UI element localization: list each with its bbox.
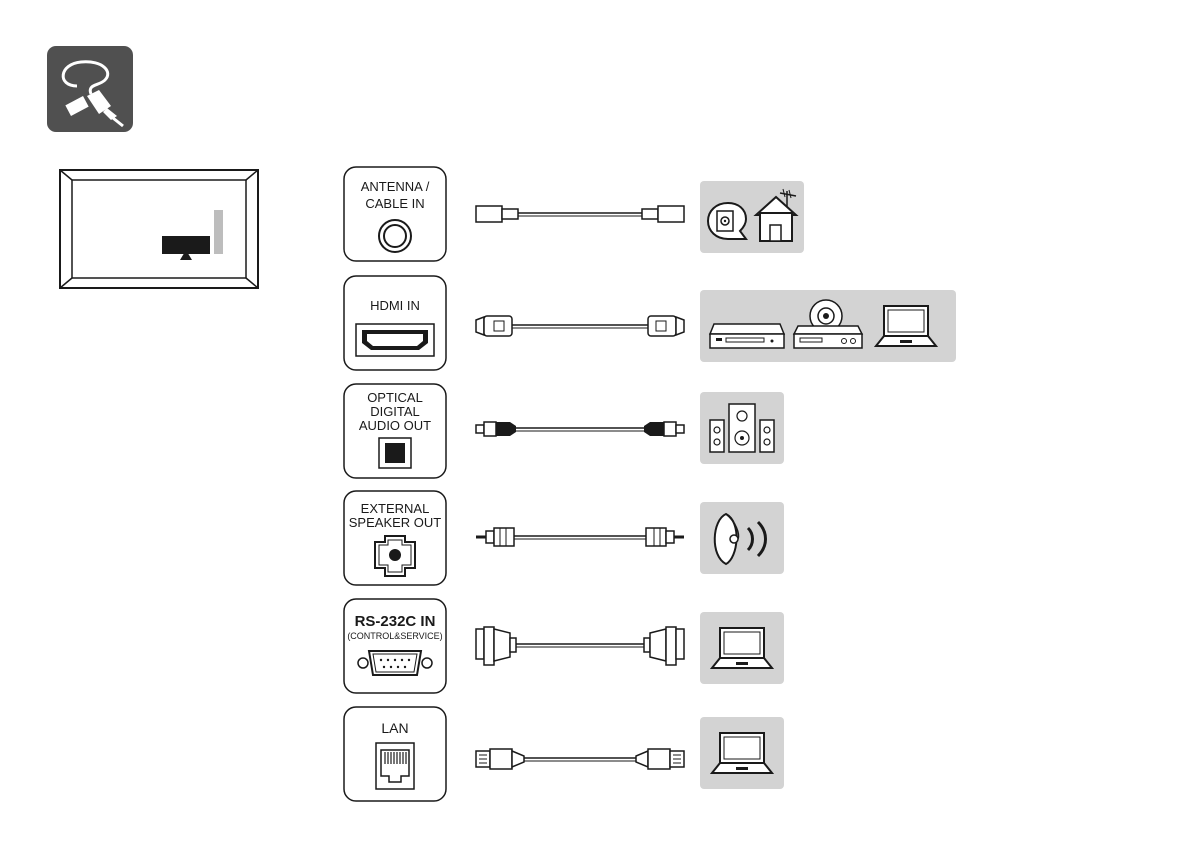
port-antenna-cable-in[interactable]: ANTENNA / CABLE IN xyxy=(343,166,447,262)
device-panel-speaker xyxy=(700,502,784,574)
set-top-box-icon xyxy=(708,320,786,350)
port-label: ANTENNA / CABLE IN xyxy=(343,178,447,212)
port-label: LAN xyxy=(343,720,447,736)
tv-rear-terminal-icon xyxy=(58,168,260,295)
hdmi-cable-icon xyxy=(474,313,686,339)
speaker-sound-icon xyxy=(708,510,778,568)
device-panel-hdmi xyxy=(700,290,956,362)
optical-cable-icon xyxy=(474,416,686,442)
wall-outlet-icon xyxy=(706,201,750,243)
laptop-icon xyxy=(710,626,774,672)
laptop-icon xyxy=(710,731,774,777)
port-label: RS-232C IN xyxy=(343,614,447,630)
audio-jack-port-icon xyxy=(373,534,417,578)
hdmi-port-icon xyxy=(355,323,435,357)
rs232-port-icon xyxy=(357,648,433,678)
coaxial-cable-icon xyxy=(474,201,686,227)
port-label: EXTERNAL SPEAKER OUT xyxy=(343,502,447,530)
port-label: OPTICAL DIGITAL AUDIO OUT xyxy=(343,391,447,433)
port-hdmi-in[interactable]: HDMI IN xyxy=(343,275,447,371)
port-label: HDMI IN xyxy=(343,297,447,314)
coaxial-port-icon xyxy=(377,218,413,254)
port-sublabel: (CONTROL&SERVICE) xyxy=(343,631,447,641)
port-optical-digital-audio-out[interactable]: OPTICAL DIGITAL AUDIO OUT xyxy=(343,383,447,479)
port-rs232c-in[interactable]: RS-232C IN (CONTROL&SERVICE) xyxy=(343,598,447,694)
port-lan[interactable]: LAN xyxy=(343,706,447,802)
device-panel-lan xyxy=(700,717,784,789)
house-antenna-icon xyxy=(752,187,800,245)
lan-port-icon xyxy=(375,742,415,790)
cable-plug-icon xyxy=(47,46,133,132)
laptop-icon xyxy=(874,304,938,350)
dvd-player-icon xyxy=(792,298,864,350)
speaker-system-icon xyxy=(707,400,777,456)
rs232-cable-icon xyxy=(474,625,686,667)
device-panel-antenna xyxy=(700,181,804,253)
audio-jack-cable-icon xyxy=(474,524,686,550)
port-external-speaker-out[interactable]: EXTERNAL SPEAKER OUT xyxy=(343,490,447,586)
optical-port-icon xyxy=(378,437,412,469)
device-panel-rs232 xyxy=(700,612,784,684)
lan-cable-icon xyxy=(474,745,686,773)
device-panel-optical xyxy=(700,392,784,464)
